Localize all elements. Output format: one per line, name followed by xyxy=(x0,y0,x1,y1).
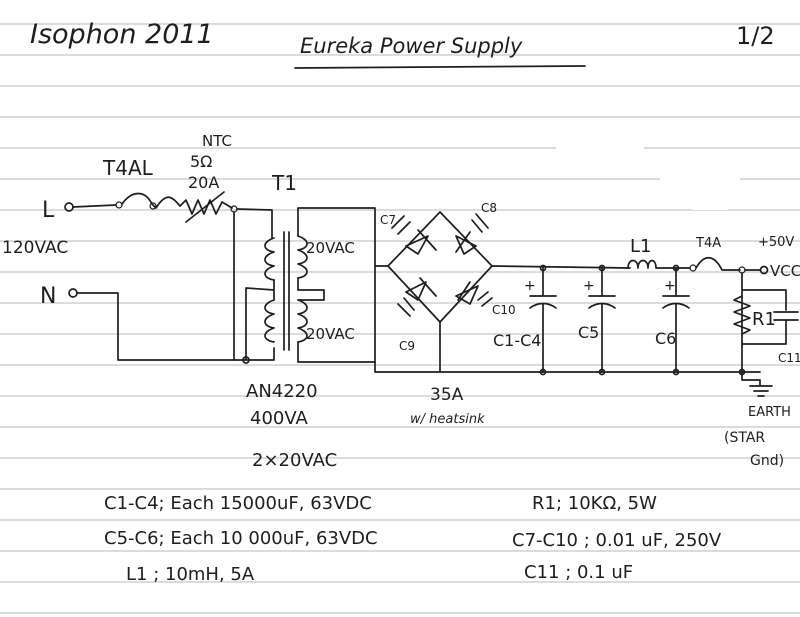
output-terminal xyxy=(759,265,769,275)
ground-symbol xyxy=(741,371,773,397)
parts-right-3: C11 ; 0.1 uF xyxy=(524,562,633,583)
transformer-power: 400VA xyxy=(250,408,309,429)
junction xyxy=(598,264,606,272)
cap-c6 xyxy=(662,267,690,373)
bridge-diode-2 xyxy=(455,231,477,255)
bridge-diode-4 xyxy=(455,281,479,305)
ntc-rating-amps: 20A xyxy=(188,173,219,192)
ntc-slash xyxy=(185,191,225,223)
transformer-windings: 2×20VAC xyxy=(252,450,337,471)
output-voltage: +50V xyxy=(758,235,794,250)
label-c11: C11 xyxy=(778,351,800,365)
junction xyxy=(539,368,547,376)
ntc-rating-ohms: 5Ω xyxy=(190,152,212,171)
parts-left-2: C5-C6; Each 10 000uF, 63VDC xyxy=(104,528,378,549)
ntc-terminal xyxy=(230,205,238,213)
fuse-terminal xyxy=(115,201,123,209)
whiteout-patch xyxy=(556,138,644,172)
secondary1-voltage: 20VAC xyxy=(306,239,355,257)
transformer-primary2 xyxy=(264,299,275,343)
paper-rules xyxy=(0,23,800,614)
rail-ground xyxy=(374,361,761,373)
junction xyxy=(598,368,606,376)
output-fuse xyxy=(675,256,741,271)
resistor-r1 xyxy=(733,295,751,335)
transformer-primary1 xyxy=(264,237,275,281)
secondary2-voltage: 20VAC xyxy=(306,325,355,343)
label-c8: C8 xyxy=(481,201,497,215)
transformer-secondary1 xyxy=(297,235,308,279)
sheet-title: Eureka Power Supply xyxy=(300,34,523,58)
junction xyxy=(738,368,746,376)
cap-c5-plus: + xyxy=(583,278,595,294)
bridge-rating: 35A xyxy=(430,385,464,405)
label-c10: C10 xyxy=(492,303,516,317)
transformer-label: T1 xyxy=(271,171,297,195)
author-signature: Isophon 2011 xyxy=(30,19,214,50)
page-number: 1/2 xyxy=(736,22,775,50)
ground-note-gnd: Gnd) xyxy=(750,453,784,469)
input-fuse-label: T4AL xyxy=(102,156,154,180)
choke-label: L1 xyxy=(630,236,651,257)
label-c1-c4: C1-C4 xyxy=(493,331,541,350)
transformer-secondary2 xyxy=(297,299,308,343)
ntc-label: NTC xyxy=(202,132,232,150)
ntc-thermistor xyxy=(179,199,233,215)
ground-earth-label: EARTH xyxy=(748,405,791,420)
cap-c11 xyxy=(741,311,799,345)
transformer-primary-link xyxy=(245,279,275,361)
choke-l1 xyxy=(627,259,677,269)
output-vcc-label: VCC xyxy=(770,262,800,280)
parts-left-3: L1 ; 10mH, 5A xyxy=(126,564,255,585)
label-c6: C6 xyxy=(655,329,676,348)
bridge-snubber-caps xyxy=(391,213,493,317)
cap-c6-plus: + xyxy=(664,278,676,294)
label-c5: C5 xyxy=(578,323,599,342)
neutral-wire xyxy=(76,292,275,361)
input-voltage-label: 120VAC xyxy=(2,238,68,258)
label-c7: C7 xyxy=(380,213,396,227)
rail-positive xyxy=(491,265,631,269)
junction xyxy=(539,264,547,272)
input-fuse xyxy=(72,192,181,209)
parts-right-1: R1; 10KΩ, 5W xyxy=(532,493,657,514)
transformer-model: AN4220 xyxy=(246,381,318,402)
input-label-neutral: N xyxy=(40,284,56,309)
cap-c1-c4 xyxy=(529,267,557,373)
fuse-terminal xyxy=(149,202,157,210)
bridge-heatsink-note: w/ heatsink xyxy=(410,412,485,427)
input-label-line: L xyxy=(42,198,55,223)
parts-left-1: C1-C4; Each 15000uF, 63VDC xyxy=(104,493,372,514)
secondary-wiring xyxy=(297,207,376,363)
terminal-neutral xyxy=(68,288,78,298)
cap-c5 xyxy=(588,267,616,373)
title-underline xyxy=(294,65,586,69)
ground-note-star: (STAR xyxy=(724,430,765,446)
junction xyxy=(672,368,680,376)
bridge-diode-1 xyxy=(405,229,437,255)
cap-c1-c4-plus: + xyxy=(524,278,536,294)
whiteout-patch xyxy=(660,162,740,184)
label-r1: R1 xyxy=(752,309,776,330)
fuse-terminal xyxy=(689,264,697,272)
whiteout-patch xyxy=(692,196,728,210)
label-c9: C9 xyxy=(399,339,415,353)
parts-right-2: C7-C10 ; 0.01 uF, 250V xyxy=(512,530,722,551)
output-fuse-label: T4A xyxy=(695,236,721,251)
bridge-diode-3 xyxy=(405,277,437,301)
bridge-ac-wiring xyxy=(374,265,441,337)
primary-wire-top xyxy=(236,208,273,239)
